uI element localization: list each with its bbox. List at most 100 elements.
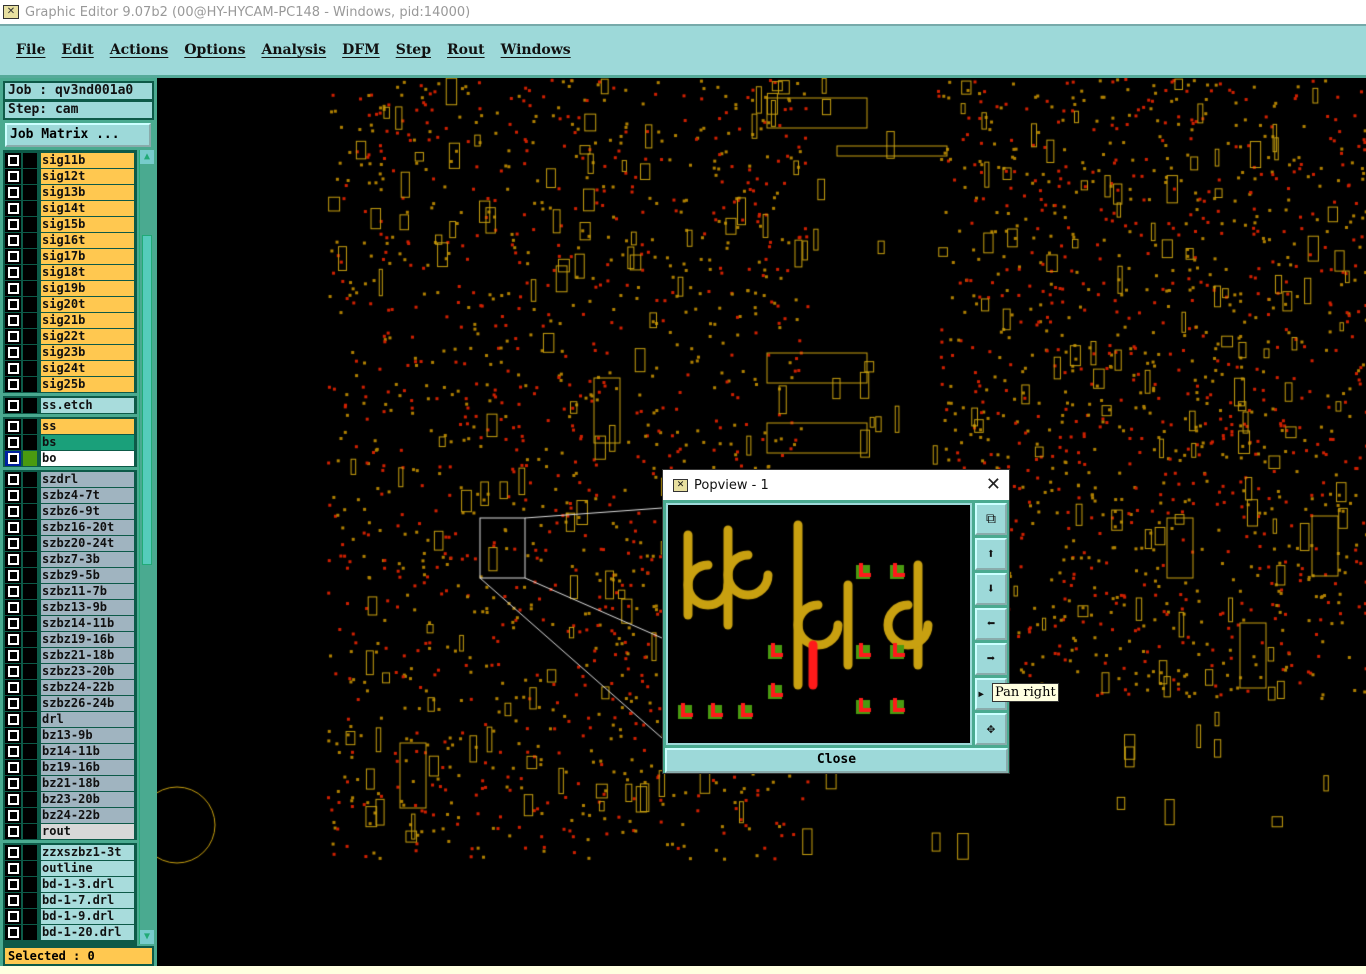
layer-checkbox[interactable]	[5, 696, 21, 711]
layer-scrollbar[interactable]: ▲ ▼	[139, 150, 154, 944]
layer-name[interactable]: zzxszbz1-3t	[41, 845, 134, 860]
menu-rout[interactable]: Rout	[447, 42, 485, 58]
layer-row[interactable]: outline	[5, 861, 135, 876]
layer-name[interactable]: bd-1-9.drl	[41, 909, 134, 924]
layer-name[interactable]: sig20t	[41, 297, 134, 312]
layer-name[interactable]: bd-1-7.drl	[41, 893, 134, 908]
close-button[interactable]: Close	[665, 748, 1008, 773]
layer-checkbox[interactable]	[5, 877, 21, 892]
layer-name[interactable]: sig25b	[41, 377, 134, 392]
layer-checkbox[interactable]	[5, 824, 21, 839]
scroll-up-icon[interactable]: ▲	[140, 150, 154, 164]
layer-row[interactable]: sig19b	[5, 281, 135, 296]
pan-up-button[interactable]: ⬆	[975, 538, 1007, 570]
layer-name[interactable]: szbz4-7t	[41, 488, 134, 503]
menu-options[interactable]: Options	[184, 42, 246, 58]
layer-row[interactable]: sig20t	[5, 297, 135, 312]
layer-row[interactable]: szbz20-24t	[5, 536, 135, 551]
layer-checkbox[interactable]	[5, 169, 21, 184]
layer-row[interactable]: sig25b	[5, 377, 135, 392]
layer-checkbox[interactable]	[5, 776, 21, 791]
zoom-back-button[interactable]: ⧉	[975, 503, 1007, 535]
layer-checkbox[interactable]	[5, 398, 21, 413]
layer-checkbox[interactable]	[5, 536, 21, 551]
layer-name[interactable]: szdrl	[41, 472, 134, 487]
pan-right-button[interactable]: ➡	[975, 643, 1007, 675]
layer-checkbox[interactable]	[5, 153, 21, 168]
layer-name[interactable]: szbz13-9b	[41, 600, 134, 615]
popview-canvas[interactable]	[666, 503, 972, 745]
pan-down-button[interactable]: ⬇	[975, 573, 1007, 605]
layer-checkbox[interactable]	[5, 845, 21, 860]
layer-checkbox[interactable]	[5, 520, 21, 535]
layer-checkbox[interactable]	[5, 281, 21, 296]
layer-checkbox[interactable]	[5, 265, 21, 280]
layer-name[interactable]: ss.etch	[41, 398, 134, 413]
layer-row[interactable]: ss.etch	[5, 398, 135, 413]
layer-checkbox[interactable]	[5, 185, 21, 200]
layer-row[interactable]: bz19-16b	[5, 760, 135, 775]
scroll-down-icon[interactable]: ▼	[140, 930, 154, 944]
layer-row[interactable]: szbz19-16b	[5, 632, 135, 647]
layer-checkbox[interactable]	[5, 361, 21, 376]
layer-name[interactable]: bz23-20b	[41, 792, 134, 807]
layer-checkbox[interactable]	[5, 925, 21, 940]
layer-row[interactable]: bs	[5, 435, 135, 450]
layer-checkbox[interactable]	[5, 451, 21, 466]
layer-name[interactable]: bd-1-20.drl	[41, 925, 134, 940]
menu-analysis[interactable]: Analysis	[261, 42, 327, 58]
layer-checkbox[interactable]	[5, 552, 21, 567]
layer-name[interactable]: szbz20-24t	[41, 536, 134, 551]
layer-checkbox[interactable]	[5, 600, 21, 615]
layer-row[interactable]: sig15b	[5, 217, 135, 232]
layer-row[interactable]: sig24t	[5, 361, 135, 376]
menu-edit[interactable]: Edit	[61, 42, 94, 58]
layer-name[interactable]: sig17b	[41, 249, 134, 264]
layer-checkbox[interactable]	[5, 744, 21, 759]
layer-checkbox[interactable]	[5, 712, 21, 727]
menu-step[interactable]: Step	[395, 42, 431, 58]
layer-row[interactable]: bz23-20b	[5, 792, 135, 807]
layer-name[interactable]: sig24t	[41, 361, 134, 376]
layer-checkbox[interactable]	[5, 616, 21, 631]
layer-row[interactable]: szbz16-20t	[5, 520, 135, 535]
layer-name[interactable]: bz19-16b	[41, 760, 134, 775]
layer-row[interactable]: sig23b	[5, 345, 135, 360]
layer-checkbox[interactable]	[5, 893, 21, 908]
layer-checkbox[interactable]	[5, 345, 21, 360]
layer-row[interactable]: szdrl	[5, 472, 135, 487]
layer-name[interactable]: sig11b	[41, 153, 134, 168]
layer-checkbox[interactable]	[5, 217, 21, 232]
layer-name[interactable]: szbz26-24b	[41, 696, 134, 711]
layer-name[interactable]: sig21b	[41, 313, 134, 328]
pan-all-button[interactable]: ✥	[975, 713, 1007, 745]
layer-name[interactable]: szbz24-22b	[41, 680, 134, 695]
layer-checkbox[interactable]	[5, 329, 21, 344]
layer-row[interactable]: szbz7-3b	[5, 552, 135, 567]
layer-row[interactable]: bd-1-7.drl	[5, 893, 135, 908]
layer-row[interactable]: sig18t	[5, 265, 135, 280]
layer-name[interactable]: szbz16-20t	[41, 520, 134, 535]
layer-name[interactable]: szbz19-16b	[41, 632, 134, 647]
layer-row[interactable]: szbz9-5b	[5, 568, 135, 583]
layer-name[interactable]: bo	[41, 451, 134, 466]
layer-name[interactable]: rout	[41, 824, 134, 839]
layer-row[interactable]: szbz21-18b	[5, 648, 135, 663]
layer-row[interactable]: sig17b	[5, 249, 135, 264]
layer-name[interactable]: szbz23-20b	[41, 664, 134, 679]
layer-checkbox[interactable]	[5, 233, 21, 248]
layer-name[interactable]: sig23b	[41, 345, 134, 360]
layer-name[interactable]: sig13b	[41, 185, 134, 200]
layer-checkbox[interactable]	[5, 909, 21, 924]
layer-row[interactable]: drl	[5, 712, 135, 727]
layer-checkbox[interactable]	[5, 584, 21, 599]
layer-name[interactable]: drl	[41, 712, 134, 727]
layer-row[interactable]: szbz13-9b	[5, 600, 135, 615]
layer-row[interactable]: sig16t	[5, 233, 135, 248]
layer-row[interactable]: ss	[5, 419, 135, 434]
layer-row[interactable]: szbz24-22b	[5, 680, 135, 695]
layer-row[interactable]: bz14-11b	[5, 744, 135, 759]
job-matrix-button[interactable]: Job Matrix ...	[5, 123, 151, 147]
layer-checkbox[interactable]	[5, 728, 21, 743]
layer-name[interactable]: bd-1-3.drl	[41, 877, 134, 892]
